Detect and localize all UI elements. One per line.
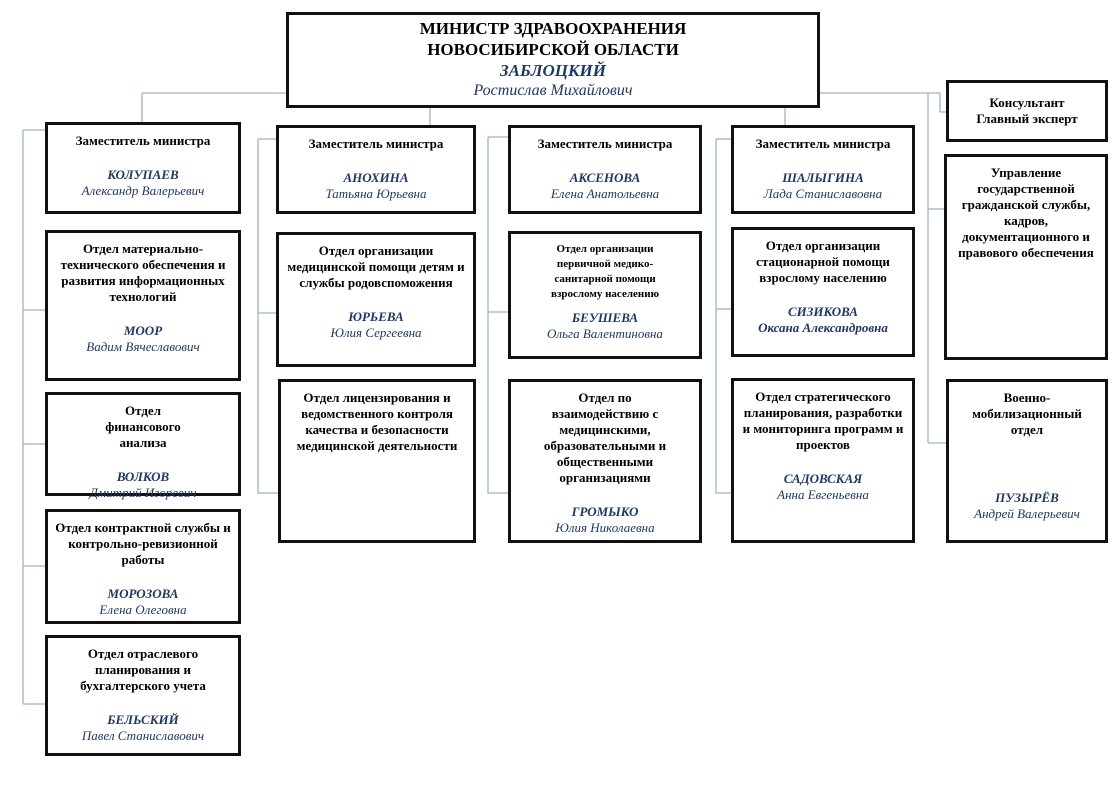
consultant-line1: Консультант [989, 95, 1065, 110]
department-head-surname: ГРОМЫКО [571, 504, 639, 519]
minister-box: МИНИСТР ЗДРАВООХРАНЕНИЯ НОВОСИБИРСКОЙ ОБ… [286, 12, 820, 108]
deputy-fullname: Лада Станиславовна [763, 186, 883, 201]
right-unit-head-fullname: Андрей Валерьевич [974, 506, 1080, 521]
deputy-box-3: Заместитель министра АКСЕНОВА Елена Анат… [508, 125, 702, 214]
right-unit-box: Управление государственной гражданской с… [944, 154, 1108, 360]
department-head-surname: МООР [123, 323, 163, 338]
deputy-title: Заместитель министра [755, 136, 891, 151]
department-title: Отдел отраслевого планирования и бухгалт… [80, 646, 206, 693]
minister-title-line1: МИНИСТР ЗДРАВООХРАНЕНИЯ [419, 19, 687, 38]
deputy-fullname: Александр Валерьевич [81, 183, 205, 198]
department-title: Отдел организации первичной медико-санит… [551, 243, 659, 300]
department-title: Отдел материально-технического обеспечен… [60, 241, 226, 304]
department-head-surname: САДОВСКАЯ [783, 471, 863, 486]
deputy-box-1: Заместитель министра КОЛУПАЕВ Александр … [45, 122, 241, 214]
department-head-fullname: Юлия Сергеевна [330, 325, 422, 340]
department-box: Отдел отраслевого планирования и бухгалт… [45, 635, 241, 756]
department-head-fullname: Юлия Николаевна [555, 520, 655, 535]
right-unit-head-surname: ПУЗЫРЁВ [995, 490, 1059, 505]
department-title: Отдел организации медицинской помощи дет… [287, 243, 465, 290]
deputy-fullname: Татьяна Юрьевна [325, 186, 427, 201]
deputy-surname: АКСЕНОВА [569, 170, 641, 185]
department-box: Отдел стратегического планирования, разр… [731, 378, 915, 543]
department-title: Отдел стратегического планирования, разр… [742, 389, 904, 452]
department-head-fullname: Дмитрий Игоревич [89, 485, 197, 500]
department-box: Отдел лицензирования и ведомственного ко… [278, 379, 476, 543]
department-head-surname: БЕЛЬСКИЙ [107, 712, 179, 727]
deputy-title: Заместитель министра [75, 133, 211, 148]
department-head-surname: СИЗИКОВА [788, 304, 858, 319]
right-unit-box: Военно-мобилизационный отдел ПУЗЫРЁВ Анд… [946, 379, 1108, 543]
deputy-box-4: Заместитель министра ШАЛЫГИНА Лада Стани… [731, 125, 915, 214]
deputy-box-2: Заместитель министра АНОХИНА Татьяна Юрь… [276, 125, 476, 214]
department-head-fullname: Оксана Александровна [758, 320, 888, 335]
department-box: Отдел организации стационарной помощи вз… [731, 227, 915, 357]
department-head-surname: БЕУШЕВА [571, 310, 639, 325]
consultant-box: Консультант Главный эксперт [946, 80, 1108, 142]
department-box: Отдел организации медицинской помощи дет… [276, 232, 476, 367]
department-head-fullname: Анна Евгеньевна [777, 487, 869, 502]
minister-fullname: Ростислав Михайлович [473, 82, 633, 99]
department-head-fullname: Ольга Валентиновна [547, 326, 663, 341]
deputy-surname: КОЛУПАЕВ [107, 167, 179, 182]
department-box: Отдел организации первичной медико-санит… [508, 231, 702, 359]
deputy-title: Заместитель министра [537, 136, 673, 151]
department-box: Отдел по взаимодействию с медицинскими, … [508, 379, 702, 543]
department-box: Отдел материально-технического обеспечен… [45, 230, 241, 381]
department-head-fullname: Павел Станиславович [81, 728, 205, 743]
department-title: Отдел организации стационарной помощи вз… [756, 238, 890, 285]
department-title: Отдел контрактной службы и контрольно-ре… [55, 520, 231, 567]
department-head-fullname: Елена Олеговна [99, 602, 187, 617]
deputy-fullname: Елена Анатольевна [550, 186, 660, 201]
minister-title-line2: НОВОСИБИРСКОЙ ОБЛАСТИ [427, 40, 679, 59]
department-head-fullname: Вадим Вячеславович [86, 339, 200, 354]
deputy-surname: АНОХИНА [343, 170, 409, 185]
deputy-surname: ШАЛЫГИНА [782, 170, 864, 185]
department-title: Отдел лицензирования и ведомственного ко… [296, 390, 458, 453]
department-head-surname: МОРОЗОВА [107, 586, 179, 601]
right-unit-title: Управление государственной гражданской с… [958, 165, 1094, 260]
department-box: Отдел контрактной службы и контрольно-ре… [45, 509, 241, 624]
department-box: Отдел финансового анализа ВОЛКОВ Дмитрий… [45, 392, 241, 500]
department-title: Отдел по взаимодействию с медицинскими, … [543, 390, 667, 485]
deputy-title: Заместитель министра [308, 136, 444, 151]
minister-surname: ЗАБЛОЦКИЙ [500, 61, 606, 80]
right-unit-title: Военно-мобилизационный отдел [972, 390, 1082, 437]
consultant-line2: Главный эксперт [976, 111, 1078, 126]
department-head-surname: ЮРЬЕВА [348, 309, 404, 324]
department-title: Отдел финансового анализа [105, 403, 181, 450]
department-head-surname: ВОЛКОВ [116, 469, 170, 484]
